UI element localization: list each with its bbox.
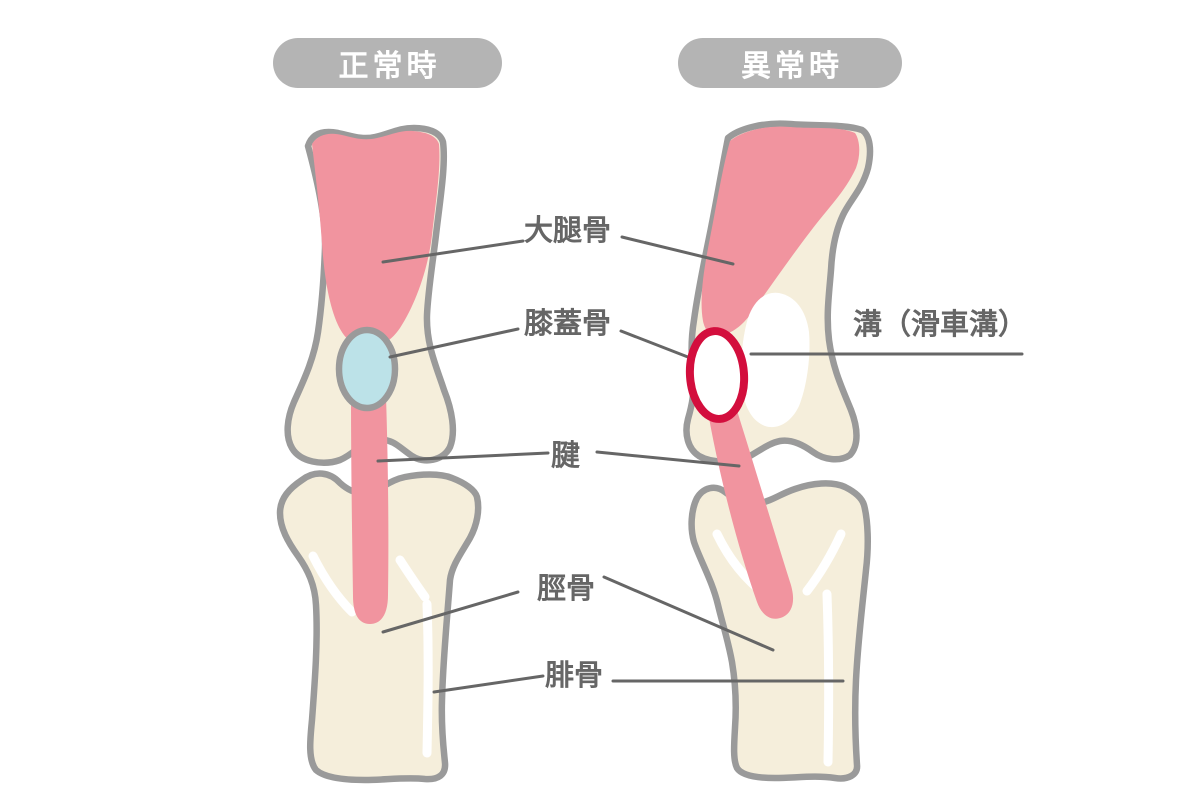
abnormal-knee-diagram	[683, 120, 874, 782]
tibia-label: 脛骨	[537, 573, 596, 605]
trochlear-groove-area	[741, 292, 810, 428]
abnormal-fibula-highlight	[822, 589, 834, 767]
tendon-leader-left	[376, 451, 550, 463]
normal-fibula-highlight	[422, 599, 433, 758]
tendon-leader-right	[595, 450, 741, 468]
abnormal-tibia-highlight-mid	[802, 529, 846, 596]
tibia-leader-right	[602, 575, 775, 652]
normal-tibia-highlight-mid	[395, 555, 430, 602]
normal-patellar-tendon	[351, 396, 389, 624]
abnormal-luxated-patella	[685, 327, 749, 423]
normal-tibia-highlight-left	[308, 551, 357, 617]
femur-label: 大腿骨	[524, 215, 612, 247]
fibula-leader-left	[432, 674, 545, 694]
fibula-label: 腓骨	[545, 660, 604, 692]
abnormal-tibia-bone	[688, 480, 871, 782]
normal-patella	[335, 326, 399, 412]
normal-state-badge: 正常時	[273, 38, 502, 88]
abnormal-quadriceps-muscle	[701, 126, 860, 337]
patella-label: 膝蓋骨	[524, 308, 612, 340]
groove-label: 溝（滑車溝）	[853, 309, 1028, 341]
patella-leader-left	[388, 327, 520, 359]
normal-quadriceps-muscle	[312, 130, 440, 349]
tendon-label: 腱	[551, 440, 581, 472]
tibia-leader-left	[381, 590, 520, 634]
normal-knee-diagram	[276, 124, 482, 784]
abnormal-state-badge: 異常時	[678, 38, 902, 88]
femur-leader-right	[620, 235, 735, 266]
abnormal-patellar-tendon	[706, 401, 794, 619]
femur-leader-left	[381, 239, 525, 264]
